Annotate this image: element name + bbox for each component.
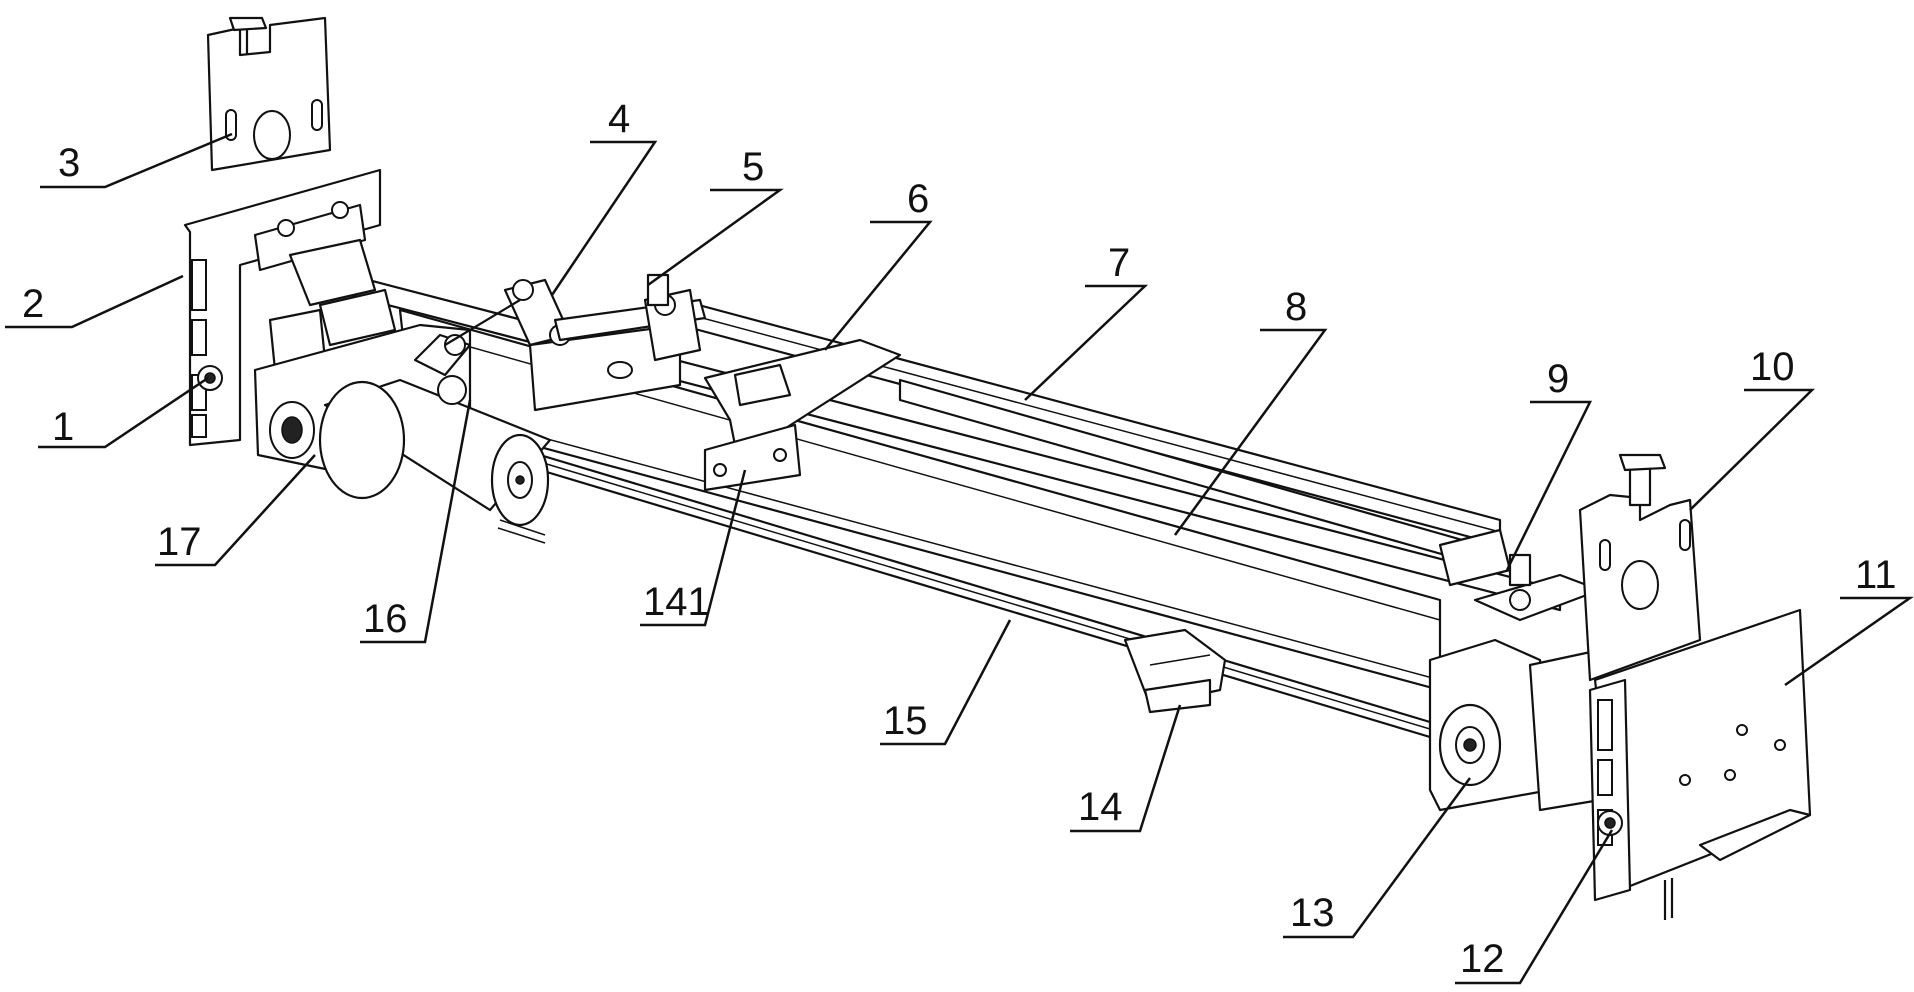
label-12: 12 [1460, 937, 1505, 981]
carriage-fourteen [1125, 630, 1225, 712]
label-6: 6 [907, 177, 929, 221]
label-14: 14 [1078, 785, 1123, 829]
label-5: 5 [742, 145, 764, 189]
label-16: 16 [363, 597, 408, 641]
label-15: 15 [883, 699, 928, 743]
label-17: 17 [157, 520, 202, 564]
label-8: 8 [1285, 285, 1307, 329]
label-3: 3 [58, 141, 80, 185]
label-2: 2 [22, 282, 44, 326]
label-9: 9 [1547, 357, 1569, 401]
label-13: 13 [1290, 891, 1335, 935]
label-7: 7 [1108, 241, 1130, 285]
right-end-bracket [1580, 455, 1810, 920]
label-10: 10 [1750, 345, 1795, 389]
label-4: 4 [608, 97, 630, 141]
label-11: 11 [1855, 553, 1897, 597]
right-drive-end [1430, 530, 1600, 810]
label-141: 141 [643, 580, 710, 624]
label-1: 1 [52, 405, 74, 449]
